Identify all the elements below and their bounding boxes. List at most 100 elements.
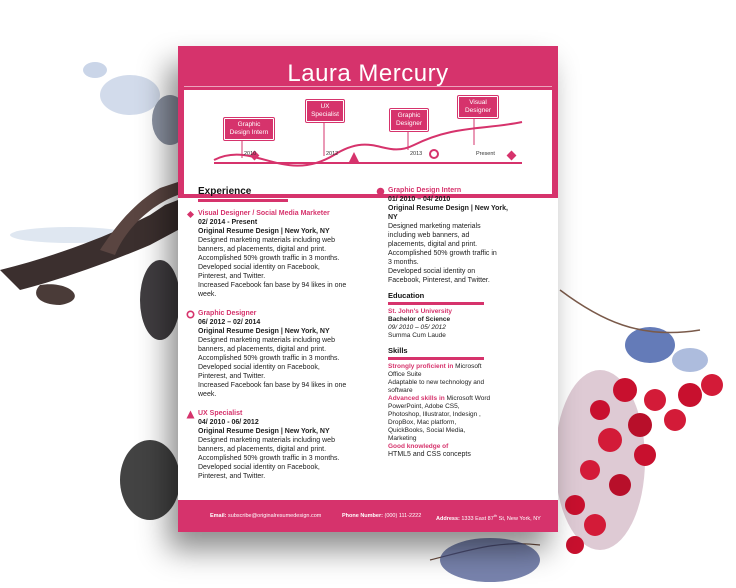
job-dates: 01/ 2010 – 04/ 2010: [388, 196, 451, 203]
diamond-marker-icon: [506, 150, 517, 161]
job-line: Designed marketing materials: [388, 223, 481, 230]
job-line: Accomplished 50% growth traffic in: [388, 250, 497, 257]
skill-highlight: Strongly proficient in: [388, 363, 454, 370]
footer-email: Email: subscribe@originalresumedesign.co…: [210, 513, 321, 519]
education-rule: [388, 302, 484, 305]
footer-address: Address: 1333 East 87th St, New York, NY: [436, 513, 541, 522]
career-timeline: Graphic Design Intern UX Specialist Grap…: [184, 90, 552, 194]
skill-line: Office Suite: [388, 371, 422, 378]
circle-bullet-icon: [186, 310, 195, 319]
job-line: Increased Facebook fan base by 94 likes …: [198, 382, 347, 389]
job-line: including web banners, ad: [388, 232, 470, 239]
job-line: Developed social identity on Facebook,: [198, 264, 320, 271]
skill-line: DropBox, Mac platform,: [388, 419, 457, 426]
footer-address-value: 1333 East 87: [461, 515, 494, 522]
resume-page: Laura Mercury Graphic Design Intern UX S…: [178, 46, 558, 532]
resume-header: Laura Mercury Graphic Design Intern UX S…: [178, 46, 558, 198]
job-line: Accomplished 50% growth traffic in 3 mon…: [198, 255, 340, 262]
education-degree: Bachelor of Science: [388, 316, 451, 323]
skill-highlight: Advanced skills in: [388, 395, 445, 402]
skill-text: Microsoft Word: [444, 395, 491, 402]
skill-line: QuickBooks, Social Media,: [388, 427, 466, 434]
timeline-bubble-visual: Visual Designer: [457, 95, 499, 119]
skill-line: Photoshop, Illustrator, Indesign ,: [388, 411, 481, 418]
skills-section: Skills Strongly proficient in Microsoft …: [388, 346, 548, 459]
timeline-year-2010: 2010: [244, 151, 257, 157]
skills-rule: [388, 357, 484, 360]
experience-heading: Experience: [198, 186, 252, 197]
education-section: Education St. John's University Bachelor…: [388, 291, 548, 340]
skill-line: HTML5 and CSS concepts: [388, 451, 471, 458]
experience-column: Experience Visual Designer / Social Medi…: [186, 186, 383, 481]
job-line: Designed marketing materials including w…: [198, 237, 335, 244]
footer-address-label: Address:: [436, 515, 460, 522]
job-title: Graphic Designer: [198, 310, 257, 317]
skill-line: software: [388, 387, 413, 394]
job-line: Accomplished 50% growth traffic in 3 mon…: [198, 455, 340, 462]
job-line: week.: [198, 291, 217, 298]
job-line: week.: [198, 391, 217, 398]
job-title: UX Specialist: [198, 410, 243, 417]
job-company: Original Resume Design | New York, NY: [198, 428, 330, 435]
branch-left: [0, 182, 180, 520]
skill-item: Advanced skills in Microsoft Word: [388, 395, 548, 403]
timeline-year-2012: 2012: [326, 151, 339, 157]
education-honor: Summa Cum Laude: [388, 332, 446, 339]
berries-right: [429, 289, 723, 582]
footer-address-sup: th: [493, 513, 498, 518]
job-dates: 06/ 2012 – 02/ 2014: [198, 319, 261, 326]
skill-line: Adaptable to new technology and: [388, 379, 485, 386]
candidate-name: Laura Mercury: [287, 60, 449, 87]
job-title: Visual Designer / Social Media Marketer: [198, 210, 330, 217]
timeline-bubble-intern: Graphic Design Intern: [223, 117, 275, 141]
job-company: Original Resume Design | New York,: [388, 205, 508, 212]
job-dates: 02/ 2014 - Present: [198, 219, 258, 226]
diamond-bullet-icon: [186, 210, 195, 219]
timeline-curve: [213, 118, 523, 167]
triangle-bullet-icon: [186, 410, 195, 419]
job-title: Graphic Design Intern: [388, 187, 462, 194]
footer-email-label: Email:: [210, 513, 227, 519]
job-line: Developed social identity on: [388, 268, 476, 275]
job-company: Original Resume Design | New York, NY: [198, 328, 330, 335]
job-line: Pinterest, and Twitter.: [198, 373, 266, 380]
job-entry: Visual Designer / Social Media Marketer …: [186, 209, 383, 299]
job-entry: UX Specialist 04/ 2010 - 06/ 2012 Origin…: [186, 409, 383, 481]
sidebar-column: Graphic Design Intern 01/ 2010 – 04/ 201…: [376, 186, 548, 459]
job-line: Developed social identity on Facebook,: [198, 464, 320, 471]
footer-phone-label: Phone Number:: [342, 513, 383, 519]
footer-address-end: St, New York, NY: [497, 515, 541, 522]
job-company-cont: NY: [388, 214, 398, 221]
job-line: Facebook, Pinterest, and Twitter.: [388, 277, 490, 284]
experience-rule: [198, 199, 288, 202]
resume-footer: Email: subscribe@originalresumedesign.co…: [178, 500, 558, 532]
footer-email-value[interactable]: subscribe@originalresumedesign.com: [228, 513, 322, 519]
education-school: St. John's University: [388, 308, 453, 315]
skill-item: Strongly proficient in Microsoft: [388, 363, 548, 371]
skills-heading: Skills: [388, 346, 408, 355]
skill-item: Good knowledge of: [388, 443, 548, 451]
timeline-year-2013: 2013: [410, 151, 423, 157]
job-line: 3 months.: [388, 259, 419, 266]
job-line: Pinterest, and Twitter.: [198, 273, 266, 280]
skill-line: PowerPoint, Adobe CS5,: [388, 403, 460, 410]
job-entry-intern: Graphic Design Intern 01/ 2010 – 04/ 201…: [376, 186, 548, 285]
skill-highlight: Good knowledge of: [388, 443, 449, 450]
circle-bullet-icon: [376, 187, 385, 196]
education-dates: 09/ 2010 – 05/ 2012: [388, 324, 446, 331]
skill-text: Microsoft: [453, 363, 482, 370]
job-line: Designed marketing materials including w…: [198, 337, 335, 344]
job-line: banners, ad placements, digital and prin…: [198, 446, 327, 453]
job-dates: 04/ 2010 - 06/ 2012: [198, 419, 259, 426]
header-divider: [184, 86, 552, 87]
footer-phone: Phone Number: (000) 111-2222: [342, 513, 421, 519]
education-heading: Education: [388, 291, 425, 300]
job-line: banners, ad placements, digital and prin…: [198, 346, 327, 353]
job-line: Accomplished 50% growth traffic in 3 mon…: [198, 355, 340, 362]
skill-line: Marketing: [388, 435, 417, 442]
job-line: placements, digital and print.: [388, 241, 478, 248]
job-company: Original Resume Design | New York, NY: [198, 228, 330, 235]
job-line: Pinterest, and Twitter.: [198, 473, 266, 480]
job-line: banners, ad placements, digital and prin…: [198, 246, 327, 253]
timeline-bubble-graphic: Graphic Designer: [389, 108, 429, 132]
